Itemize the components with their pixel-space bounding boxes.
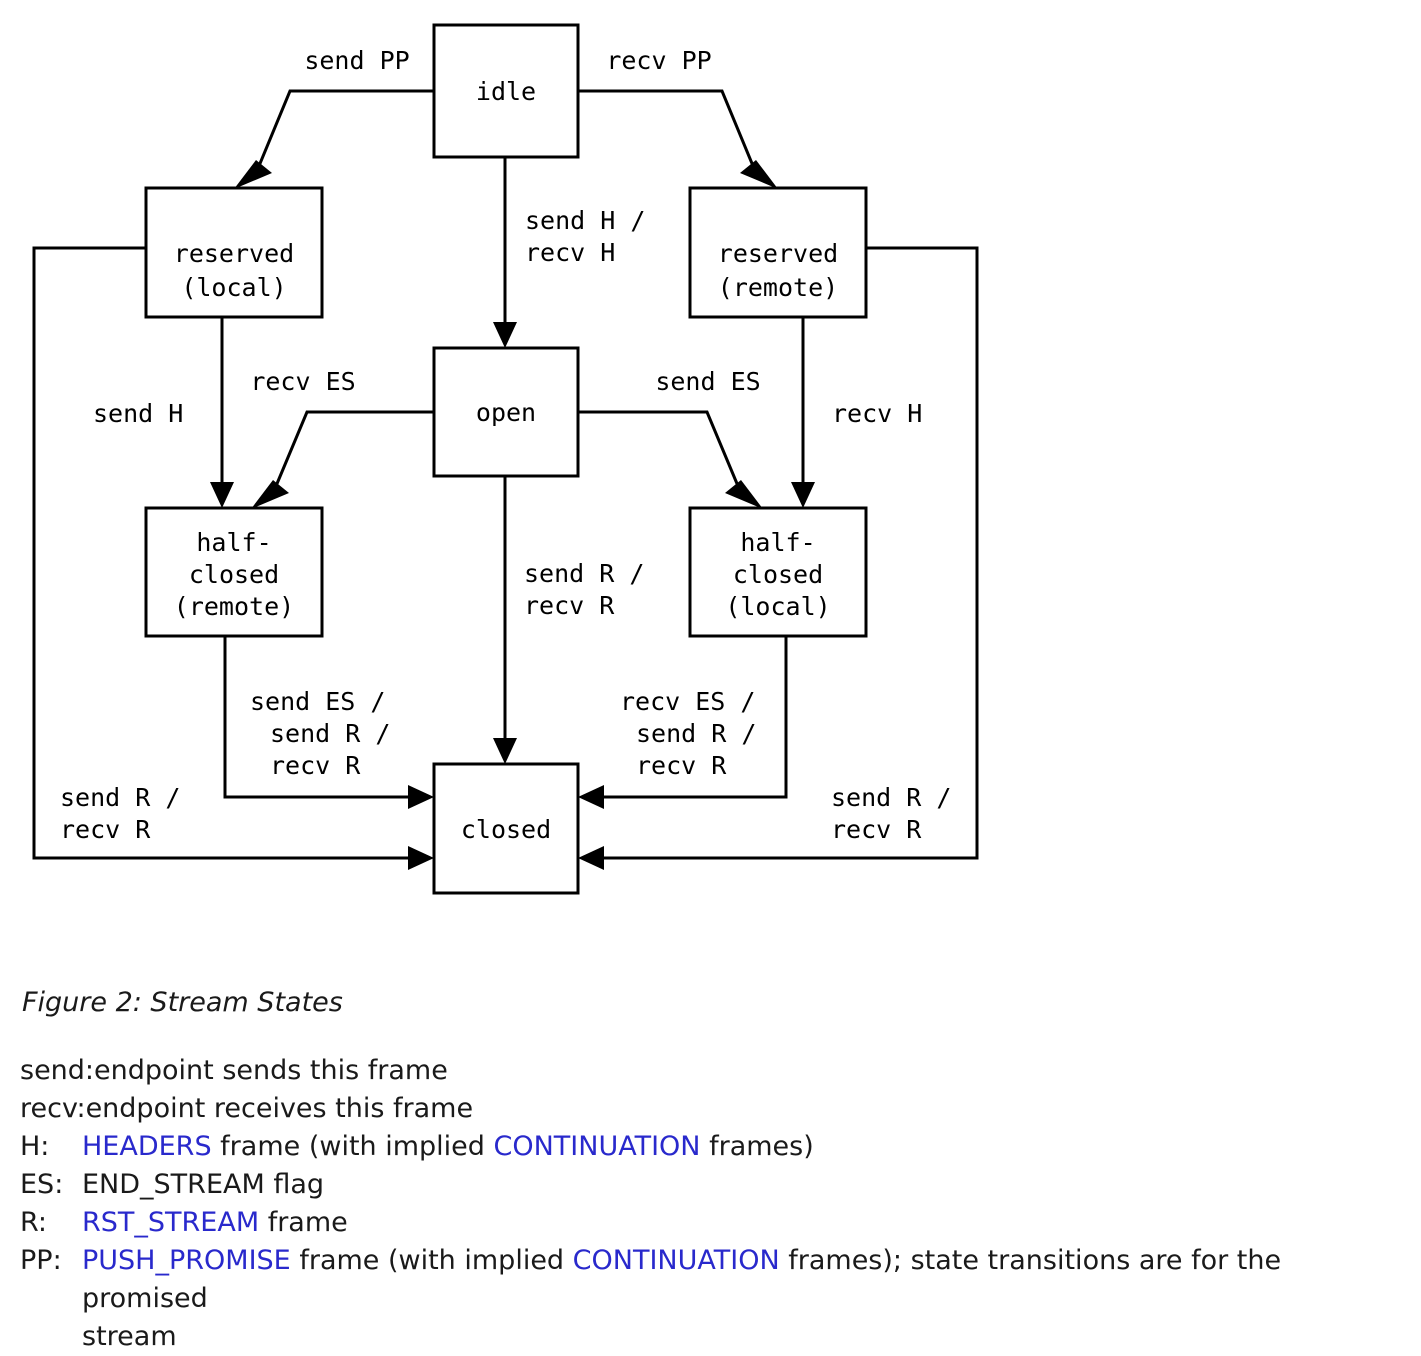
legend-text: frame (with implied	[290, 1245, 573, 1276]
state-box-open[interactable]: open	[432, 346, 580, 478]
edge-label-hcl-closed-line2: send R /	[636, 719, 756, 748]
legend-text: frames)	[700, 1131, 814, 1162]
legend-description: endpoint receives this frame	[86, 1090, 1410, 1128]
legend-row: H: HEADERS frame (with implied CONTINUATI…	[20, 1128, 1410, 1166]
edge-label-reserved-remote-to-closed: send R / recv R	[831, 783, 951, 844]
legend-description: PUSH_PROMISE frame (with implied CONTINU…	[82, 1242, 1410, 1318]
edge-label-recv-h: recv H	[832, 399, 922, 428]
state-box-half-closed-remote[interactable]: half- closed (remote)	[144, 506, 324, 638]
diagram-canvas: idle reserved (local) reserved (remote) …	[32, 23, 979, 895]
state-box-half-closed-local[interactable]: half- closed (local)	[688, 506, 868, 638]
edge-label-hcl-closed-line1: recv ES /	[620, 687, 755, 716]
edge-reserved-remote-to-half-closed-local	[791, 317, 815, 508]
legend-row: R: RST_STREAM frame	[20, 1204, 1410, 1242]
edge-label-hcr-closed-line3: recv R	[270, 751, 361, 780]
legend-link[interactable]: HEADERS	[82, 1131, 212, 1162]
edge-idle-to-reserved-local	[234, 89, 434, 189]
stream-states-diagram: idle reserved (local) reserved (remote) …	[32, 23, 979, 895]
state-label-half-closed-remote-line3: (remote)	[174, 592, 294, 621]
legend-text: frame	[259, 1207, 348, 1238]
state-label-idle: idle	[476, 77, 536, 106]
edge-reserved-local-to-closed	[32, 246, 434, 870]
edge-label-recv-es: recv ES	[250, 367, 355, 396]
legend-text: endpoint sends this frame	[94, 1055, 448, 1086]
legend-key: recv:	[20, 1093, 86, 1124]
edge-label-rl-closed-line1: send R /	[60, 783, 180, 812]
edge-label-send-es: send ES	[655, 367, 760, 396]
edge-open-to-half-closed-local	[578, 410, 763, 509]
legend-continuation: stream	[82, 1321, 177, 1352]
state-label-closed: closed	[461, 815, 551, 844]
state-label-open: open	[476, 398, 536, 427]
state-box-closed[interactable]: closed	[432, 762, 580, 895]
legend-description: endpoint sends this frame	[94, 1052, 1410, 1090]
legend-link[interactable]: CONTINUATION	[572, 1245, 780, 1276]
legend-description: END_STREAM flag	[82, 1166, 1410, 1204]
legend-description: RST_STREAM frame	[82, 1204, 1410, 1242]
legend-link[interactable]: CONTINUATION	[493, 1131, 701, 1162]
state-label-half-closed-remote-line2: closed	[189, 560, 279, 589]
edge-label-open-to-closed: send R / recv R	[524, 559, 644, 620]
edge-idle-to-open	[493, 157, 517, 348]
legend-row: recv:endpoint receives this frame	[20, 1090, 1410, 1128]
state-label-half-closed-local-line2: closed	[733, 560, 823, 589]
legend-key: PP:	[20, 1245, 62, 1276]
legend-row: PP: PUSH_PROMISE frame (with implied CONT…	[20, 1242, 1410, 1318]
legend-row: send:endpoint sends this frame	[20, 1052, 1410, 1090]
edge-open-to-half-closed-remote	[251, 410, 434, 509]
edge-idle-to-reserved-remote	[578, 89, 778, 189]
legend-text: frame (with implied	[211, 1131, 494, 1162]
edge-half-closed-remote-to-closed	[223, 636, 434, 809]
legend-text: endpoint receives this frame	[85, 1093, 474, 1124]
edge-label-open-to-closed-line1: send R /	[524, 559, 644, 588]
state-label-reserved-remote-line1: reserved	[718, 239, 838, 268]
edge-label-send-h: send H	[93, 399, 183, 428]
legend-key: ES:	[20, 1169, 64, 1200]
state-box-reserved-local[interactable]: reserved (local)	[144, 186, 324, 319]
state-label-half-closed-local-line3: (local)	[725, 592, 830, 621]
legend-description: HEADERS frame (with implied CONTINUATION…	[82, 1128, 1410, 1166]
state-box-idle[interactable]: idle	[432, 23, 580, 159]
edge-label-reserved-local-to-closed: send R / recv R	[60, 783, 180, 844]
edge-label-half-closed-local-to-closed: recv ES / send R / recv R	[620, 687, 756, 780]
edge-label-send-h-recv-h: send H / recv H	[525, 206, 645, 267]
edge-label-rl-closed-line2: recv R	[60, 815, 151, 844]
legend-text: frames); state transitions are for the p…	[82, 1245, 1282, 1314]
legend-key: H:	[20, 1131, 50, 1162]
edge-half-closed-local-to-closed	[578, 636, 788, 809]
edge-label-hcr-closed-line1: send ES /	[250, 687, 385, 716]
edge-reserved-remote-to-closed	[578, 246, 979, 870]
edge-label-send-pp: send PP	[304, 46, 409, 75]
edge-label-hcl-closed-line3: recv R	[636, 751, 727, 780]
state-label-half-closed-local-line1: half-	[740, 528, 815, 557]
legend-key: R:	[20, 1207, 48, 1238]
legend-key: send:	[20, 1055, 95, 1086]
edge-label-open-to-closed-line2: recv R	[524, 591, 615, 620]
edge-label-send-h-recv-h-line1: send H /	[525, 206, 645, 235]
legend-text: END_STREAM flag	[82, 1169, 325, 1200]
state-label-reserved-local-line1: reserved	[174, 239, 294, 268]
edge-open-to-closed	[493, 476, 517, 764]
legend-link[interactable]: RST_STREAM	[82, 1207, 260, 1238]
edge-label-half-closed-remote-to-closed: send ES / send R / recv R	[250, 687, 390, 780]
edge-label-send-h-recv-h-line2: recv H	[525, 238, 615, 267]
state-label-reserved-remote-line2: (remote)	[718, 273, 838, 302]
state-box-reserved-remote[interactable]: reserved (remote)	[688, 186, 868, 319]
legend-row: ES: END_STREAM flag	[20, 1166, 1410, 1204]
legend-link[interactable]: PUSH_PROMISE	[82, 1245, 291, 1276]
edge-label-recv-pp: recv PP	[606, 46, 711, 75]
figure-caption: Figure 2: Stream States	[22, 987, 343, 1018]
edge-label-rr-closed-line1: send R /	[831, 783, 951, 812]
state-label-reserved-local-line2: (local)	[181, 273, 286, 302]
edge-label-rr-closed-line2: recv R	[831, 815, 922, 844]
state-label-half-closed-remote-line1: half-	[196, 528, 271, 557]
edge-reserved-local-to-half-closed-remote	[210, 317, 234, 508]
edge-label-hcr-closed-line2: send R /	[270, 719, 390, 748]
